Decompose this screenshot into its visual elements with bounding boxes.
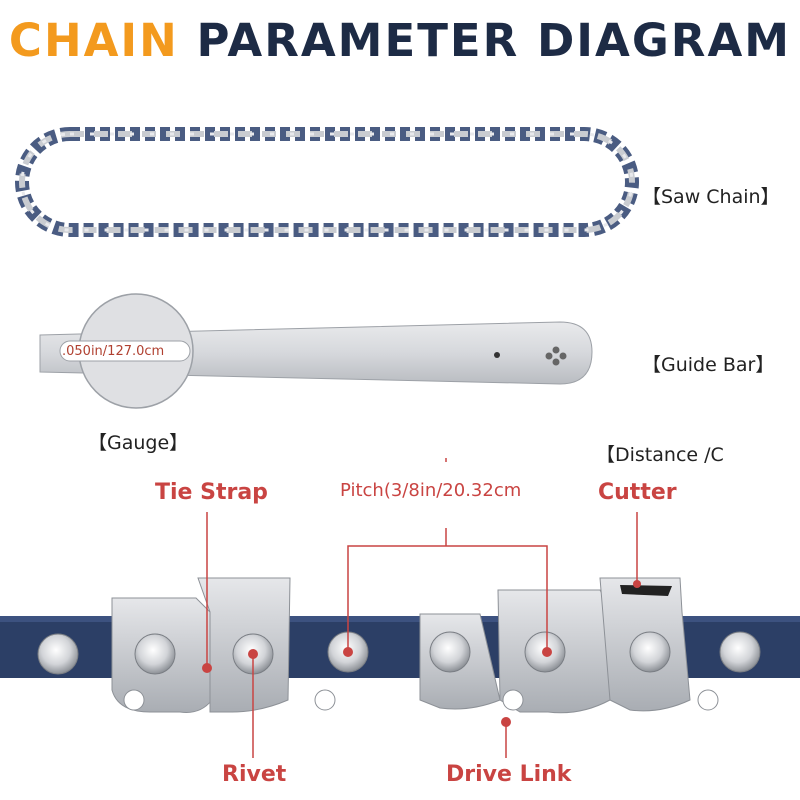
guide-bar-label: 【Guide Bar】 — [642, 354, 775, 376]
title-rest: PARAMETER DIAGRAM — [196, 14, 792, 67]
distance-label: 【Distance /C — [596, 444, 724, 466]
title-highlight: CHAIN — [8, 14, 179, 67]
drive-link-label: Drive Link — [446, 762, 572, 787]
diagram-title: CHAIN PARAMETER DIAGRAM — [0, 14, 800, 67]
pitch-label: Pitch(3/8in/20.32cm — [340, 480, 522, 501]
gauge-value: .050in/127.0cm — [62, 344, 165, 359]
saw-chain-label: 【Saw Chain】 — [642, 186, 780, 208]
cutter-label: Cutter — [598, 480, 677, 505]
chain-closeup — [0, 577, 800, 714]
gauge-label: 【Gauge】 — [88, 432, 189, 454]
callout-dots — [202, 580, 641, 727]
gauge-magnifier — [59, 293, 194, 409]
callout-lines — [206, 458, 638, 758]
saw-chain-loop — [15, 127, 639, 237]
rivet-label: Rivet — [222, 762, 287, 787]
tie-strap-label: Tie Strap — [155, 480, 268, 505]
